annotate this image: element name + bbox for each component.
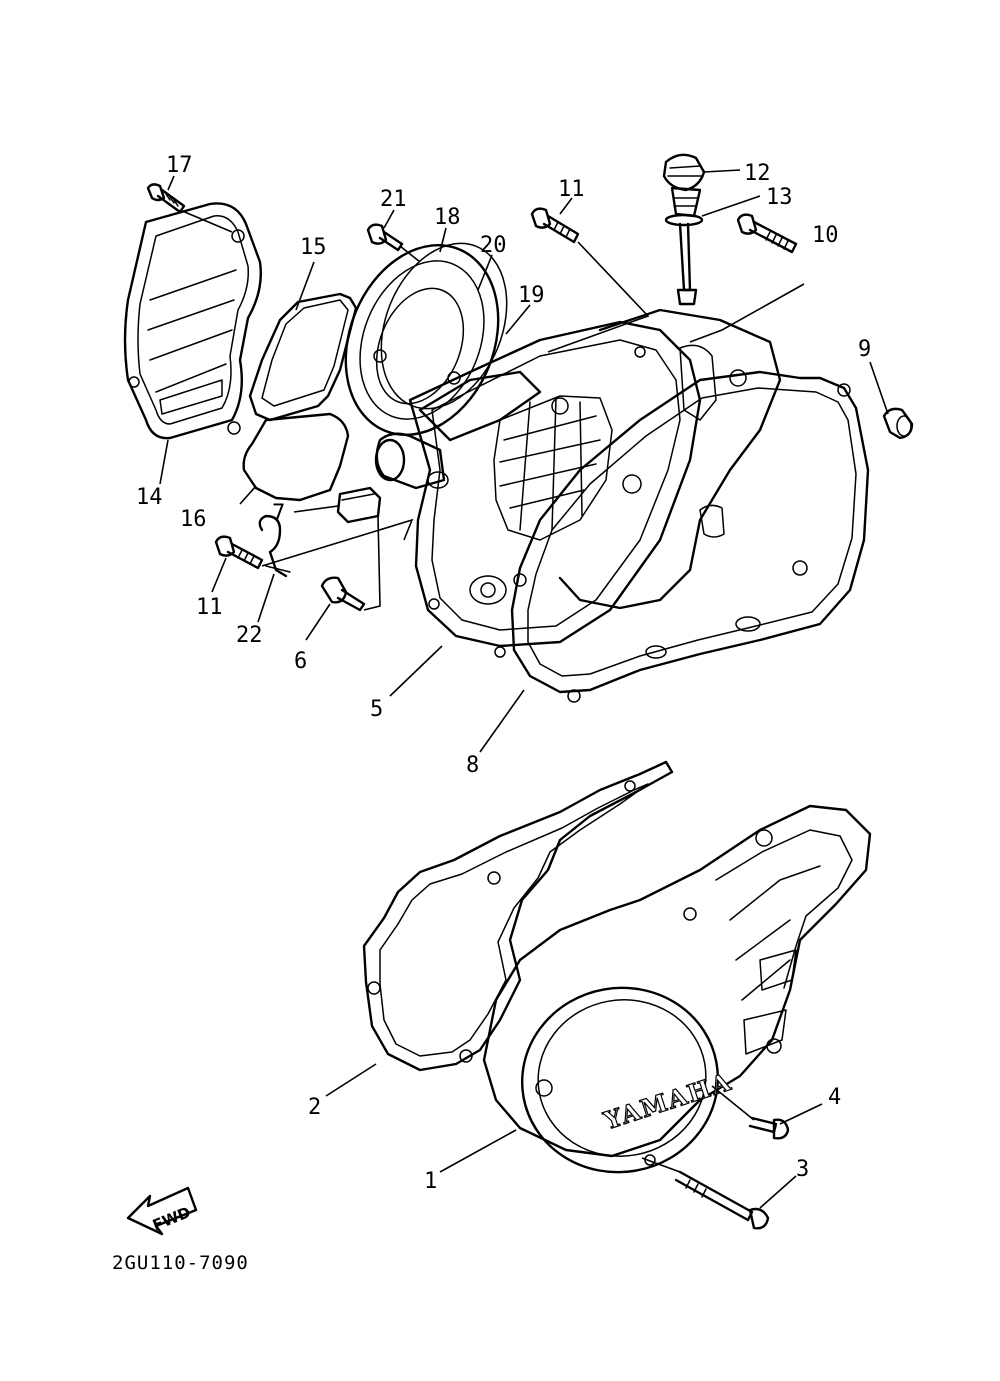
callout-3: 3 — [796, 1157, 809, 1182]
part-2-stator-cover-gasket — [362, 760, 674, 1072]
callout-numbers: 1 2 3 4 5 6 7 8 9 10 11 11 12 13 14 15 1… — [136, 153, 871, 1194]
part-5-crankcase-cover — [374, 320, 702, 658]
callout-18: 18 — [434, 205, 461, 230]
callout-6: 6 — [294, 649, 307, 674]
part-21-bolt — [366, 223, 404, 252]
dipstick-shaft — [676, 222, 698, 306]
part-9-plug — [882, 407, 914, 440]
callout-10: 10 — [812, 223, 839, 248]
callout-13: 13 — [766, 185, 793, 210]
part-13-o-ring — [664, 213, 704, 227]
callout-14: 14 — [136, 485, 163, 510]
part-6-bolt — [320, 576, 366, 612]
diagram-part-number: 2GU110-7090 — [112, 1252, 249, 1274]
crankcase-body — [558, 308, 782, 610]
callout-19: 19 — [518, 283, 545, 308]
callout-12: 12 — [744, 161, 771, 186]
part-16-filter-gasket — [242, 412, 350, 502]
part-17-screw — [146, 183, 186, 214]
callout-9: 9 — [858, 337, 871, 362]
callout-16: 16 — [180, 507, 207, 532]
part-11-bolt-upper — [530, 207, 580, 244]
callout-11-lower: 11 — [196, 595, 223, 620]
part-10-bolt — [736, 213, 798, 254]
part-15-filter-element — [248, 292, 358, 422]
part-22-clip — [258, 514, 291, 578]
fwd-arrow-icon: FWD — [126, 1186, 198, 1236]
callout-8: 8 — [466, 753, 479, 778]
callout-17: 17 — [166, 153, 193, 178]
callout-22: 22 — [236, 623, 263, 648]
callout-1: 1 — [424, 1169, 437, 1194]
callout-2: 2 — [308, 1095, 321, 1120]
part-14-side-cover — [123, 202, 262, 440]
callout-15: 15 — [300, 235, 327, 260]
callout-5: 5 — [370, 697, 383, 722]
leader-lines — [159, 169, 889, 1209]
part-4-screw — [748, 1116, 790, 1140]
callout-20: 20 — [480, 233, 507, 258]
callout-7: 7 — [272, 501, 285, 526]
part-1-generator-cover: YAMAHA — [482, 804, 872, 1174]
callout-21: 21 — [380, 187, 407, 212]
callout-11-upper: 11 — [558, 177, 585, 202]
part-8-crankcase-gasket — [510, 370, 870, 703]
part-11-bolt-lower — [214, 535, 264, 570]
part-12-oil-filler-cap — [662, 153, 706, 218]
part-7-damper-pad — [336, 486, 382, 524]
callout-4: 4 — [828, 1085, 841, 1110]
part-3-bolt — [674, 1170, 770, 1230]
